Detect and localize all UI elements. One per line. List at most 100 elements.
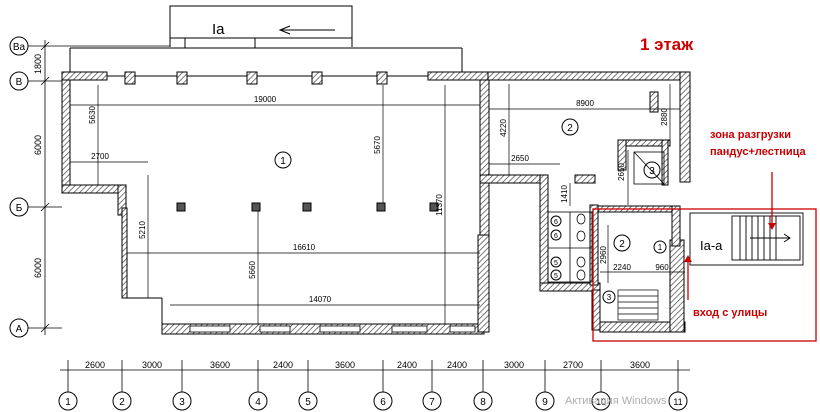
- bdim-10: 3600: [630, 360, 650, 370]
- dim-2960: 2960: [599, 246, 608, 264]
- axis-label-3: 3: [179, 397, 185, 408]
- room-6-a: 6: [550, 215, 562, 227]
- left-axis-lines: [28, 40, 170, 335]
- columns: [124, 71, 439, 212]
- room-5-a: 5: [550, 256, 562, 268]
- axis-label-ba: Ba: [13, 42, 26, 53]
- bdim-4: 2400: [273, 360, 293, 370]
- axis-label-8: 8: [480, 397, 486, 408]
- dim-960: 960: [655, 263, 669, 272]
- axis-label-2: 2: [119, 397, 125, 408]
- axis-label-4: 4: [255, 397, 261, 408]
- dim-1800: 1800: [33, 54, 43, 74]
- dim-5210: 5210: [138, 221, 147, 239]
- dim-5630: 5630: [88, 106, 97, 124]
- axis-label-5: 5: [305, 397, 311, 408]
- axis-label-9: 9: [542, 397, 548, 408]
- room-3-lower: 3: [602, 290, 616, 304]
- entrance-canopy: [169, 5, 353, 48]
- room-2-upper: 2: [561, 118, 579, 136]
- axis-label-1: 1: [65, 397, 71, 408]
- dim-2240: 2240: [613, 263, 631, 272]
- elevator-shaft: [633, 151, 665, 185]
- toilet-fixtures: [547, 211, 593, 283]
- room-3-lower-number: 3: [607, 293, 612, 302]
- room-1-main: 1: [274, 151, 292, 169]
- bdim-1: 2600: [85, 360, 105, 370]
- room-3-upper: 3: [643, 161, 661, 179]
- axis-bubble-3: 3: [172, 391, 192, 411]
- dim-2880: 2880: [660, 108, 669, 126]
- walls: [61, 71, 691, 335]
- street-entry-label: вход с улицы: [693, 307, 767, 319]
- bdim-5: 3600: [335, 360, 355, 370]
- entrance-right-label: Ia-a: [700, 238, 723, 253]
- axis-bubble-9: 9: [535, 391, 555, 411]
- dim-16610: 16610: [293, 243, 316, 252]
- axis-bubble-1: 1: [58, 391, 78, 411]
- bdim-7: 2400: [447, 360, 467, 370]
- axis-bubble-b: B: [9, 71, 29, 91]
- room-2-lower-number: 2: [619, 239, 625, 250]
- dim-2650-a: 2650: [511, 154, 529, 163]
- axis-bubble-a: A: [9, 318, 29, 338]
- axis-bubble-7: 7: [422, 391, 442, 411]
- dim-19000: 19000: [254, 95, 277, 104]
- axis-bubble-6: 6: [373, 391, 393, 411]
- axis-bubble-2: 2: [112, 391, 132, 411]
- axis-bubble-5: 5: [298, 391, 318, 411]
- room-1-lower: 1: [653, 240, 667, 254]
- room-5-a-number: 5: [554, 260, 558, 267]
- entrance-label: Ia: [212, 21, 225, 38]
- bdim-2: 3000: [142, 360, 162, 370]
- axis-bubble-8: 8: [473, 391, 493, 411]
- dim-14070: 14070: [309, 295, 332, 304]
- room-6-a-number: 6: [554, 219, 558, 226]
- room-5-b-number: 5: [554, 273, 558, 280]
- ramp-stair-label: пандус+лестница: [710, 146, 807, 158]
- dim-4220: 4220: [499, 119, 508, 137]
- dim-2700: 2700: [91, 152, 109, 161]
- axis-label-be: Б: [16, 203, 23, 214]
- dim-1410: 1410: [560, 185, 569, 203]
- bdim-9: 2700: [563, 360, 583, 370]
- axis-label-10: 10: [596, 397, 606, 407]
- room-1-lower-number: 1: [658, 243, 663, 252]
- axis-bubble-be: Б: [9, 197, 29, 217]
- floor-title: 1 этаж: [640, 35, 694, 54]
- axis-bubble-4: 4: [248, 391, 268, 411]
- inner-stair: [617, 289, 659, 321]
- room-6-b-number: 6: [554, 233, 558, 240]
- axis-label-6: 6: [380, 397, 386, 408]
- dim-8900: 8900: [576, 99, 594, 108]
- room-5-b: 5: [550, 269, 562, 281]
- bottom-windows: [189, 325, 476, 333]
- axis-bubble-10: 10: [591, 391, 611, 411]
- room-2-upper-number: 2: [567, 123, 573, 134]
- unloading-zone-label: зона разгрузки: [710, 129, 791, 141]
- red-annotation-frame: [592, 172, 817, 342]
- ramp-stair-annex: [689, 212, 804, 266]
- axis-label-a: A: [16, 324, 23, 335]
- bdim-8: 3000: [504, 360, 524, 370]
- axis-bubble-ba: Ba: [9, 36, 29, 56]
- axis-label-b: B: [16, 77, 23, 88]
- axis-bubble-11: 11: [668, 391, 688, 411]
- dimension-lines: [70, 84, 685, 324]
- room-1-main-number: 1: [280, 156, 286, 167]
- dim-11370: 11370: [435, 194, 444, 216]
- dim-5660: 5660: [248, 261, 257, 279]
- room-2-lower: 2: [613, 234, 631, 252]
- bottom-axis-line: [60, 360, 690, 392]
- dim-2650-b: 2650: [617, 163, 626, 181]
- dim-6000-lower: 6000: [33, 258, 43, 278]
- room-6-b: 6: [550, 229, 562, 241]
- axis-label-7: 7: [429, 397, 435, 408]
- main-hall-outline: [69, 47, 672, 324]
- dim-6000-upper: 6000: [33, 135, 43, 155]
- axis-label-11: 11: [673, 397, 682, 407]
- bdim-3: 3600: [210, 360, 230, 370]
- windows-activation-watermark: Активация Windows: [565, 395, 667, 407]
- bdim-6: 2400: [397, 360, 417, 370]
